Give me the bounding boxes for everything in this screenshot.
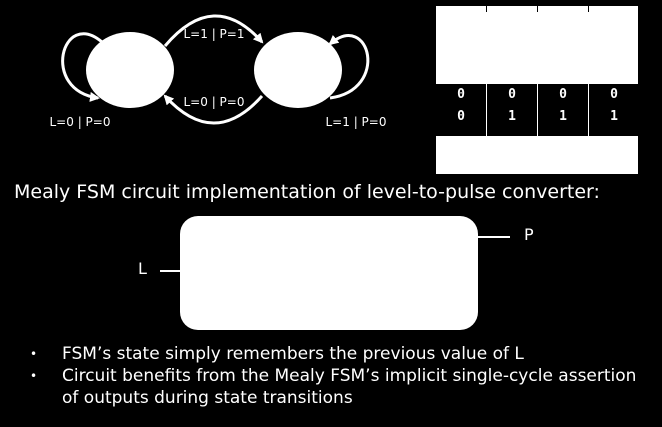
table-cell: 0: [457, 87, 465, 102]
list-item: • FSM’s state simply remembers the previ…: [30, 343, 650, 365]
truth-table-values: 0 0 0 1 0 1 0 1: [436, 84, 638, 136]
table-column: 0 1: [487, 84, 537, 136]
left-self-loop-arrow: [61, 32, 103, 102]
table-cell: 0: [508, 87, 516, 102]
input-label: L: [138, 259, 147, 278]
table-cell: 1: [610, 109, 618, 124]
bullet-list: • FSM’s state simply remembers the previ…: [30, 343, 650, 409]
table-column: 0 0: [436, 84, 486, 136]
right-loop-label: L=1 | P=0: [326, 115, 387, 129]
bullet-icon: •: [30, 347, 38, 361]
list-item: • Circuit benefits from the Mealy FSM’s …: [30, 365, 650, 409]
state-left: [86, 32, 174, 108]
transition-top-label: L=1 | P=1: [184, 27, 245, 41]
bullet-icon: •: [30, 369, 38, 383]
transition-top-arrow: [163, 14, 264, 47]
input-pin: [160, 270, 180, 272]
truth-table-footer-block: [436, 136, 638, 174]
truth-table: 0 0 0 1 0 1 0 1: [436, 6, 638, 174]
circuit-block: [180, 216, 478, 330]
table-column: 0 1: [589, 84, 639, 136]
table-cell: 0: [457, 109, 465, 124]
table-cell: 1: [559, 109, 567, 124]
transition-bottom-label: L=0 | P=0: [184, 95, 245, 109]
state-right: [254, 32, 342, 108]
right-self-loop-arrow: [328, 34, 370, 100]
fsm-diagram: L=1 | P=1 L=0 | P=0 L=0 | P=0 L=1 | P=0: [50, 14, 387, 129]
bullet-text: Circuit benefits from the Mealy FSM’s im…: [62, 366, 637, 408]
section-heading: Mealy FSM circuit implementation of leve…: [14, 181, 600, 203]
truth-table-header-block: [436, 6, 638, 84]
left-loop-label: L=0 | P=0: [50, 115, 111, 129]
table-cell: 0: [610, 87, 618, 102]
table-column: 0 1: [538, 84, 588, 136]
transition-bottom-arrow: [163, 94, 264, 125]
output-pin: [478, 236, 510, 238]
bullet-text: FSM’s state simply remembers the previou…: [62, 344, 524, 364]
output-label: P: [524, 225, 534, 244]
table-cell: 0: [559, 87, 567, 102]
table-cell: 1: [508, 109, 516, 124]
